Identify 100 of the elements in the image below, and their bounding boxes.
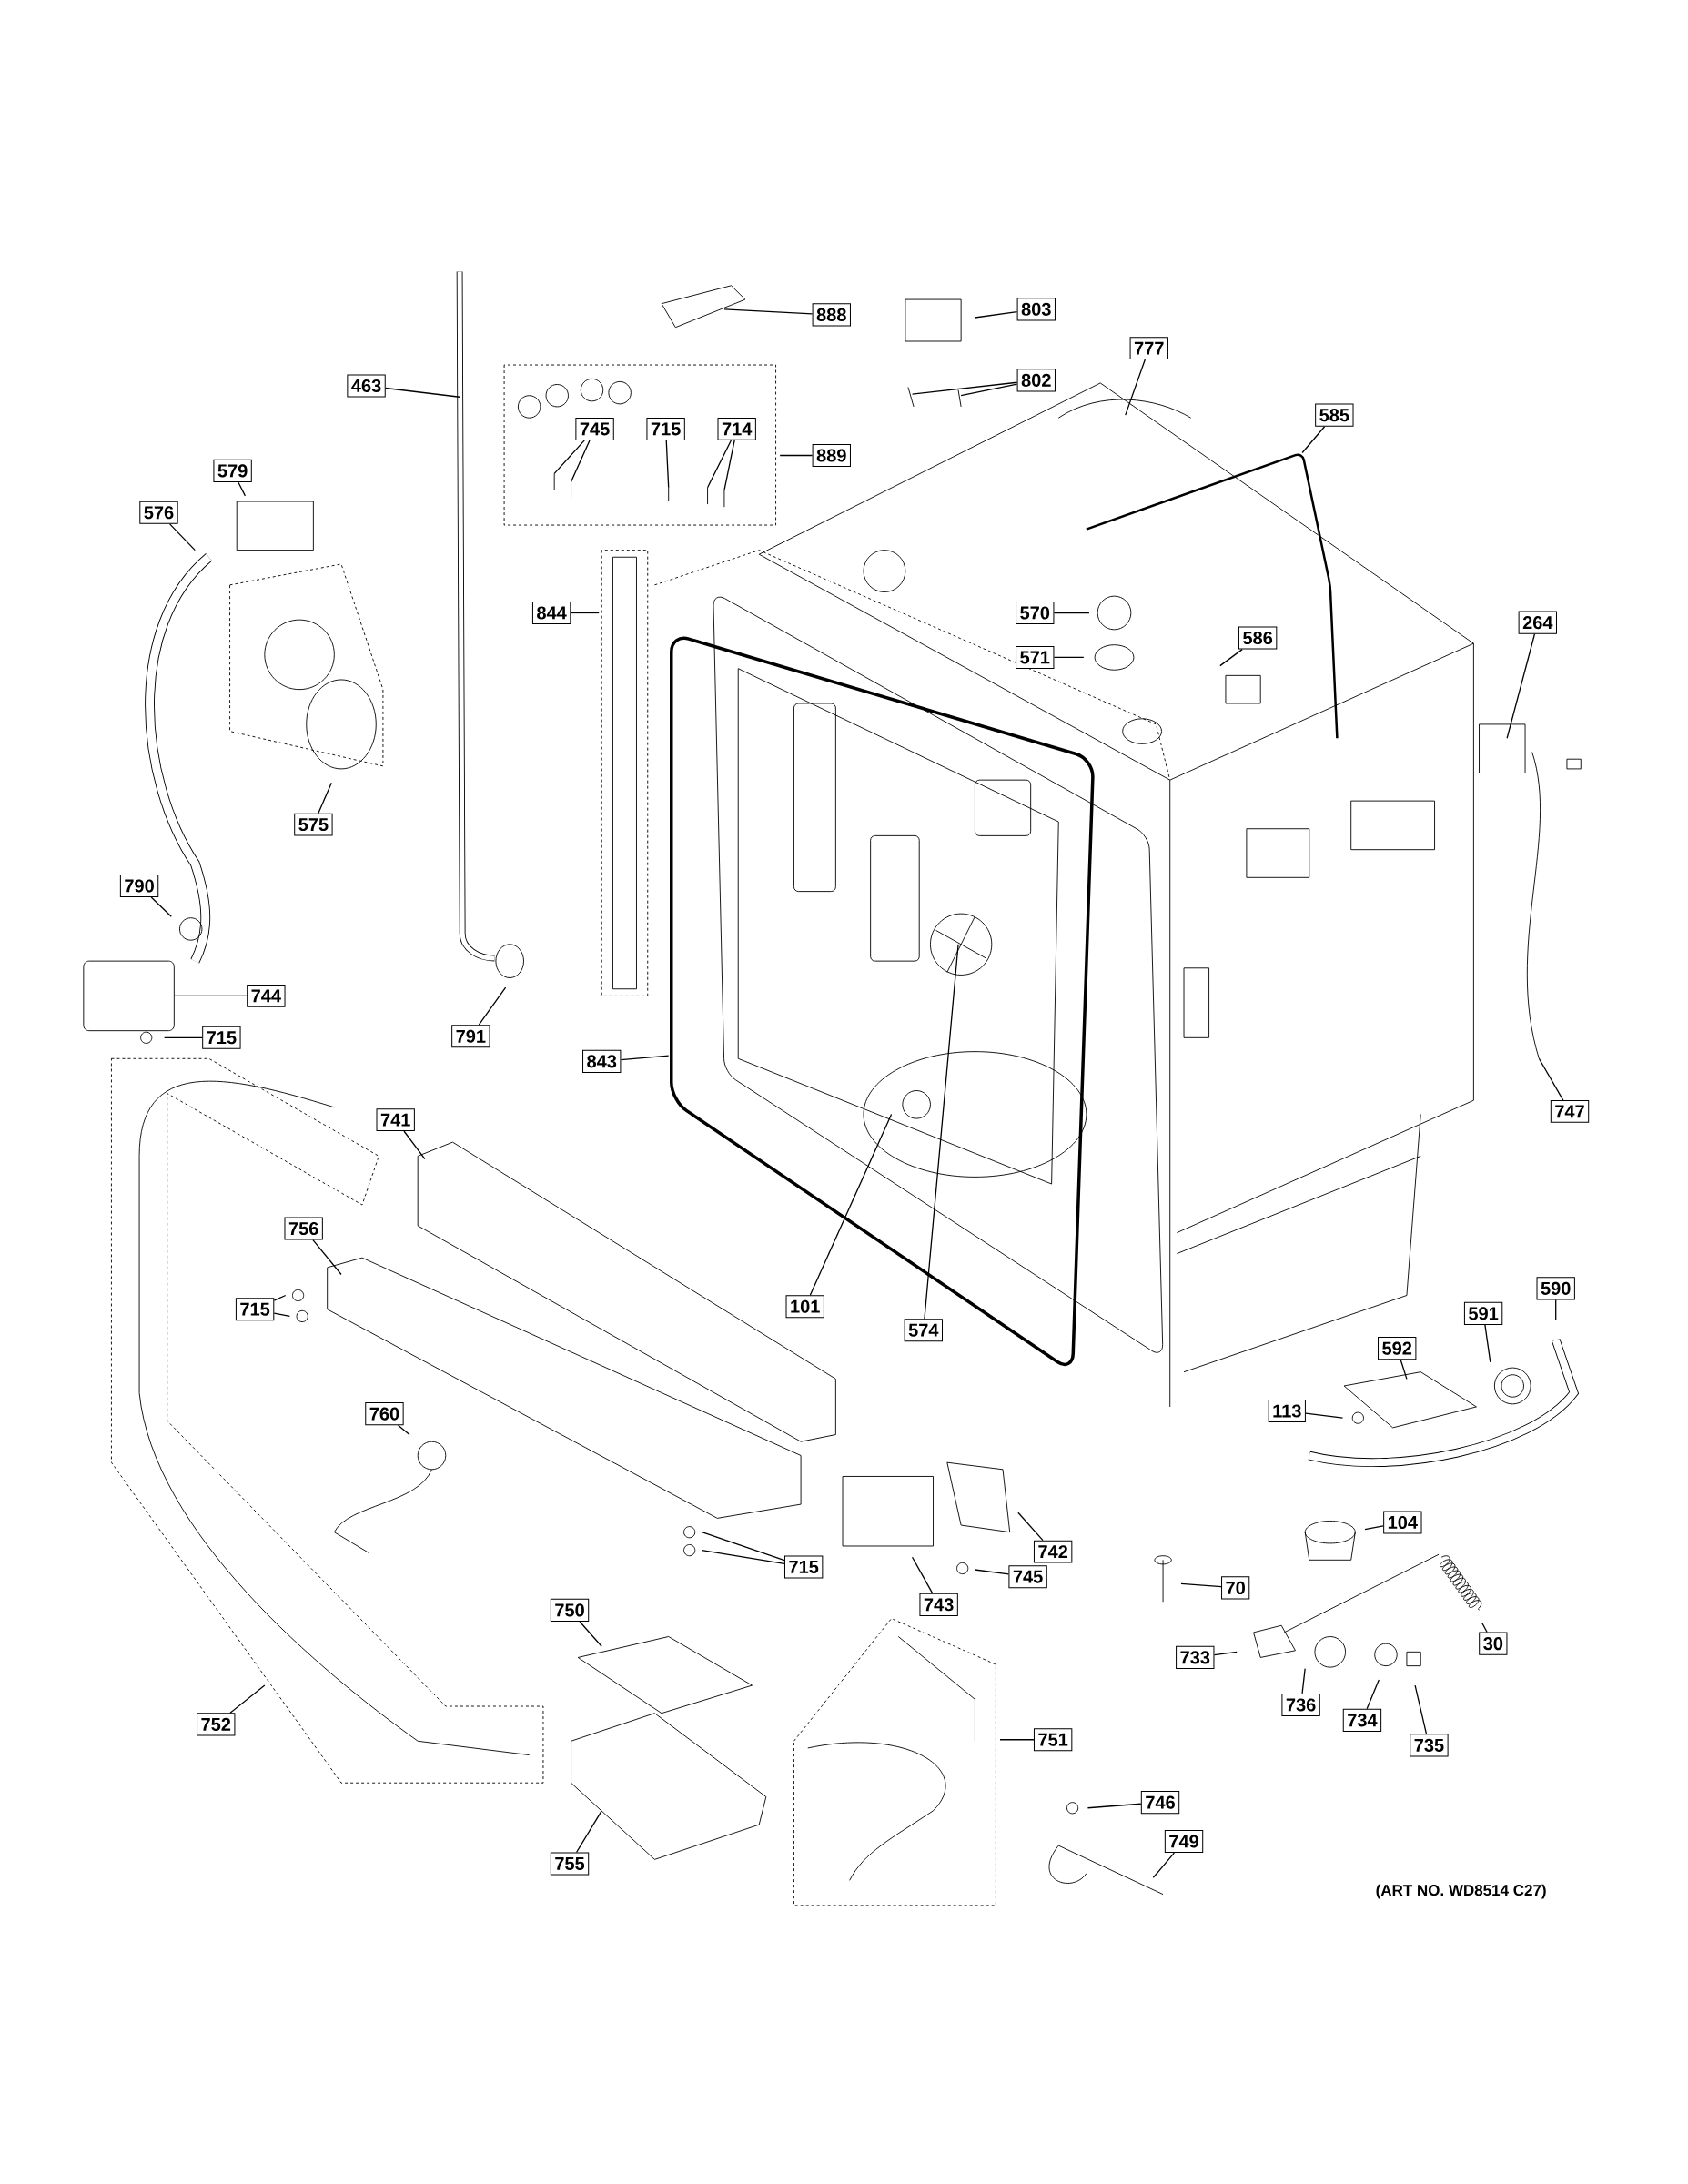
- leader-line: [229, 1684, 266, 1714]
- leader-line: [620, 1055, 670, 1061]
- callout-number: 590: [1536, 1277, 1575, 1300]
- leader-line: [1053, 612, 1090, 614]
- callout-number: 113: [1268, 1399, 1306, 1423]
- leader-line: [553, 440, 585, 475]
- leader-line: [1414, 1684, 1428, 1734]
- callout-number: 747: [1550, 1100, 1590, 1123]
- leader-line: [1481, 1622, 1488, 1633]
- callout-number: 735: [1410, 1734, 1449, 1757]
- leader-line: [1213, 1651, 1238, 1656]
- callout-number: 745: [575, 417, 614, 440]
- callout-number: 579: [213, 459, 252, 482]
- callout-number: 803: [1016, 298, 1056, 321]
- leader-line: [924, 944, 959, 1320]
- leader-line: [1219, 648, 1243, 667]
- leader-line: [974, 1569, 1009, 1575]
- leader-line: [1506, 633, 1536, 739]
- callout-number: 715: [646, 417, 685, 440]
- callout-number: 586: [1238, 626, 1278, 650]
- callout-number: 570: [1016, 601, 1055, 625]
- leader-line: [1087, 1803, 1142, 1809]
- callout-number: 101: [785, 1295, 824, 1319]
- leader-line: [168, 523, 196, 551]
- callout-number: 802: [1016, 369, 1056, 392]
- leader-line: [665, 440, 670, 489]
- leader-line: [911, 381, 1018, 395]
- callout-number: 777: [1129, 337, 1168, 360]
- leader-line: [173, 995, 248, 997]
- leader-line: [273, 1294, 287, 1301]
- leader-line: [163, 1036, 203, 1038]
- callout-number: 104: [1383, 1511, 1422, 1534]
- callout-number: 746: [1140, 1791, 1180, 1815]
- leader-line: [1484, 1324, 1491, 1363]
- leader-line: [1180, 1582, 1222, 1588]
- leader-line: [960, 383, 1018, 397]
- leader-line: [318, 782, 332, 814]
- leader-line: [1053, 656, 1085, 659]
- callout-number: 889: [812, 443, 851, 468]
- callout-number: 755: [550, 1852, 590, 1876]
- callout-number: 715: [202, 1026, 241, 1049]
- callout-number: 791: [451, 1025, 490, 1048]
- leader-line: [723, 308, 814, 315]
- leader-line: [701, 1532, 785, 1562]
- leader-line: [1366, 1679, 1380, 1710]
- callout-number: 575: [294, 813, 333, 836]
- callout-number: 715: [783, 1555, 824, 1579]
- callout-number: 734: [1342, 1708, 1382, 1732]
- callout-number: 574: [904, 1319, 943, 1342]
- leader-line: [1305, 1412, 1344, 1419]
- leader-line: [403, 1130, 426, 1160]
- callout-number: 585: [1315, 403, 1354, 427]
- callout-number: 750: [550, 1598, 590, 1622]
- callout-number: 751: [1033, 1728, 1073, 1752]
- leader-line: [1125, 359, 1146, 416]
- callout-number: 749: [1164, 1829, 1204, 1854]
- callout-number: 70: [1221, 1576, 1250, 1600]
- callout-number: 571: [1016, 646, 1055, 669]
- callout-number: 715: [235, 1298, 275, 1321]
- callout-number: 733: [1176, 1645, 1215, 1670]
- leader-line: [579, 1621, 602, 1647]
- leader-line: [385, 387, 460, 398]
- leader-line: [1301, 426, 1326, 454]
- leader-line: [570, 612, 600, 614]
- callout-number: 592: [1378, 1337, 1417, 1360]
- callout-number: 30: [1479, 1632, 1508, 1655]
- callout-number: 752: [197, 1713, 236, 1736]
- leader-line: [701, 1549, 785, 1565]
- leader-line: [575, 1810, 602, 1854]
- leader-line: [911, 1556, 934, 1594]
- leader-line: [706, 440, 733, 489]
- leader-line: [150, 896, 172, 917]
- leader-line: [809, 1113, 893, 1296]
- leader-line: [397, 1424, 410, 1436]
- callout-number: 790: [119, 874, 159, 898]
- leader-line: [974, 311, 1018, 318]
- callout-number: 714: [717, 418, 756, 440]
- leader-line: [238, 481, 246, 497]
- leader-line: [1555, 1299, 1557, 1321]
- leader-line: [312, 1239, 342, 1276]
- art-number: (ART NO. WD8514 C27): [1376, 1884, 1546, 1899]
- leader-line: [1152, 1852, 1175, 1878]
- callout-number: 844: [531, 601, 571, 625]
- callout-number: 745: [1008, 1565, 1047, 1589]
- callout-number: 843: [582, 1049, 622, 1073]
- leader-line: [1301, 1668, 1306, 1694]
- callout-number: 741: [376, 1108, 415, 1131]
- leader-line: [779, 454, 814, 457]
- callout-number: 744: [247, 985, 286, 1007]
- callout-number: 591: [1463, 1301, 1503, 1325]
- leader-line: [1538, 1057, 1564, 1101]
- leader-line: [1400, 1359, 1408, 1380]
- callout-number: 736: [1281, 1693, 1320, 1717]
- callout-number: 756: [284, 1217, 323, 1240]
- leader-line: [999, 1739, 1035, 1741]
- leader-line: [723, 440, 735, 491]
- callout-number: 760: [365, 1402, 404, 1426]
- leader-line: [1364, 1525, 1384, 1531]
- callout-number: 463: [347, 374, 386, 398]
- callout-number: 576: [139, 500, 178, 524]
